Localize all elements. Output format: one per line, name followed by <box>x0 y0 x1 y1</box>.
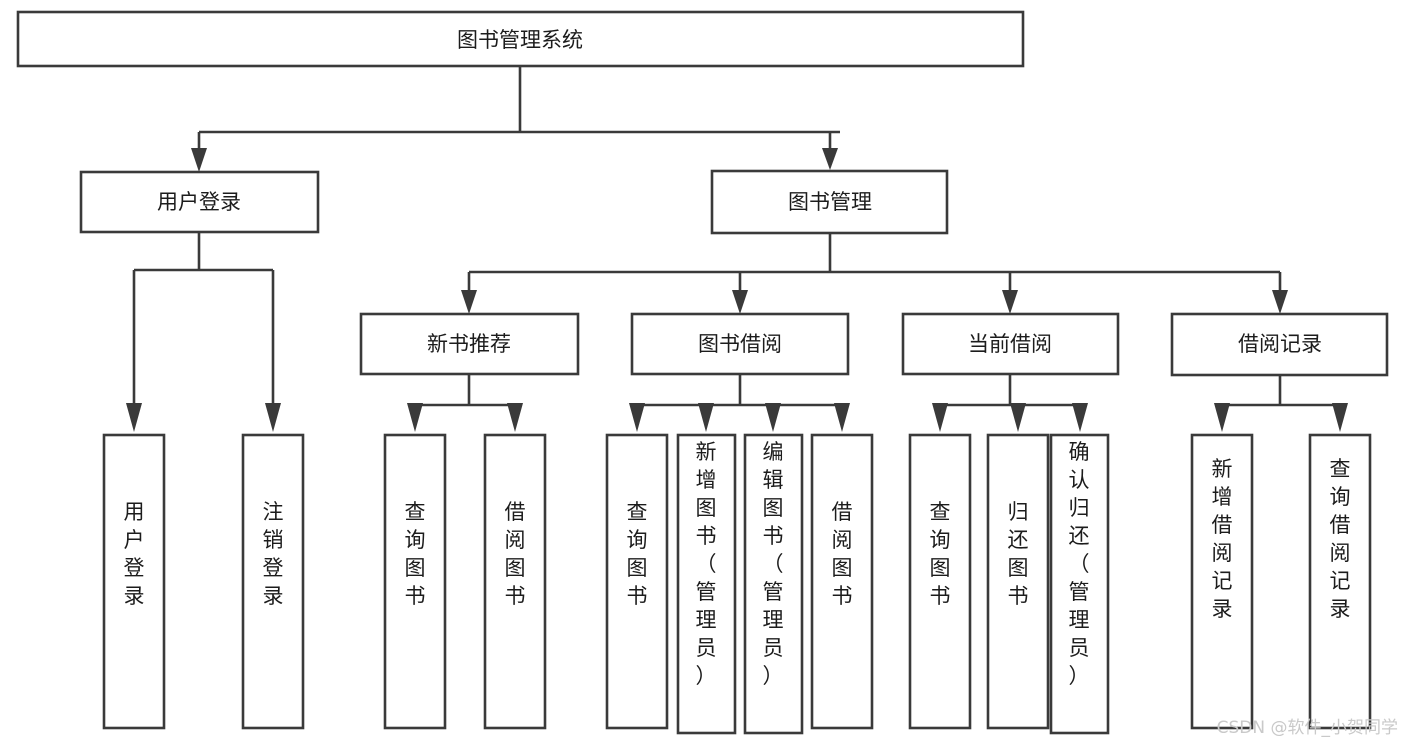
node-current-borrow-box[interactable] <box>901 312 1120 376</box>
node-book-borrow-label: 图书借阅 <box>698 332 782 356</box>
arrow-head-nb-leaf-2 <box>507 403 523 432</box>
arrow-head-borrow-record <box>1272 290 1288 314</box>
leaf-cb-return-book-box[interactable] <box>986 433 1050 730</box>
leaf-nb-borrow-book-label: 借阅图书 <box>505 500 526 608</box>
arrow-head-bb-leaf-2 <box>698 403 714 432</box>
node-book-management-box[interactable] <box>710 169 949 235</box>
arrow-head-book-mgmt <box>822 148 838 170</box>
node-current-borrow-label: 当前借阅 <box>968 332 1052 356</box>
node-new-book-recommend-box[interactable] <box>359 312 580 376</box>
connector-group-current-borrow-to-leaves <box>932 374 1088 432</box>
leaf-bb-query-book-box[interactable] <box>605 433 669 730</box>
leaf-node-cb-confirm-return[interactable]: 确认归还（管理员） <box>1049 433 1110 735</box>
connector-group-user-login-to-leaves <box>126 232 281 432</box>
leaf-bb-borrow-book-label: 借阅图书 <box>832 500 853 608</box>
leaf-bb-edit-book-label: 编辑图书（管理员） <box>763 440 784 688</box>
arrow-head-cb-leaf-1 <box>932 403 948 432</box>
arrow-head-nb-leaf-1 <box>407 403 423 432</box>
node-borrow-record-label: 借阅记录 <box>1238 332 1322 356</box>
leaf-user-login-box[interactable] <box>102 433 166 730</box>
leaf-node-logout[interactable]: 注销登录 <box>241 433 305 730</box>
node-root-book-management-system[interactable]: 图书管理系统 <box>16 10 1025 68</box>
connector-group-book-borrow-to-leaves <box>629 374 850 432</box>
leaf-bb-add-book-box[interactable] <box>676 433 737 735</box>
arrow-head-cb-leaf-3 <box>1072 403 1088 432</box>
node-new-book-recommend-label: 新书推荐 <box>427 332 511 356</box>
leaf-node-bb-edit-book[interactable]: 编辑图书（管理员） <box>743 433 804 735</box>
node-book-management-label: 图书管理 <box>788 190 872 214</box>
leaf-cb-confirm-return-box[interactable] <box>1049 433 1110 735</box>
arrow-head-bb-leaf-3 <box>765 403 781 432</box>
leaf-cb-return-book-label: 归还图书 <box>1008 500 1029 608</box>
leaf-node-br-query-record[interactable]: 查询借阅记录 <box>1308 433 1372 730</box>
node-borrow-record-box[interactable] <box>1170 312 1389 377</box>
arrow-head-cb-leaf-2 <box>1010 403 1026 432</box>
node-book-borrow[interactable]: 图书借阅 <box>630 312 850 376</box>
leaf-cb-query-book-label: 查询图书 <box>930 500 951 608</box>
arrow-head-new-book <box>461 290 477 314</box>
leaf-logout-box[interactable] <box>241 433 305 730</box>
connector-group-borrow-record-to-leaves <box>1214 375 1348 432</box>
leaf-nb-query-book-label: 查询图书 <box>405 500 426 608</box>
csdn-watermark: CSDN @软件_小贺同学 <box>1217 718 1398 738</box>
node-root-label: 图书管理系统 <box>457 28 583 52</box>
leaf-br-add-record-box[interactable] <box>1190 433 1254 730</box>
arrow-head-bb-leaf-1 <box>629 403 645 432</box>
leaf-node-bb-query-book[interactable]: 查询图书 <box>605 433 669 730</box>
leaf-br-add-record-label: 新增借阅记录 <box>1212 457 1233 621</box>
leaf-node-nb-query-book[interactable]: 查询图书 <box>383 433 447 730</box>
leaf-br-query-record-box[interactable] <box>1308 433 1372 730</box>
leaf-nb-borrow-book-box[interactable] <box>483 433 547 730</box>
leaf-bb-query-book-label: 查询图书 <box>627 500 648 608</box>
leaf-nb-query-book-box[interactable] <box>383 433 447 730</box>
node-root-box[interactable] <box>16 10 1025 68</box>
node-borrow-record[interactable]: 借阅记录 <box>1170 312 1389 377</box>
leaf-node-cb-return-book[interactable]: 归还图书 <box>986 433 1050 730</box>
arrow-head-current-borrow <box>1002 290 1018 314</box>
node-book-management[interactable]: 图书管理 <box>710 169 949 235</box>
node-user-login-box[interactable] <box>79 170 320 234</box>
connector-group-book-mgmt-to-level2 <box>461 233 1288 314</box>
leaf-node-bb-borrow-book[interactable]: 借阅图书 <box>810 433 874 730</box>
arrow-head-bb-leaf-4 <box>834 403 850 432</box>
leaf-bb-borrow-book-box[interactable] <box>810 433 874 730</box>
connector-group-root-to-level1 <box>191 66 840 172</box>
leaf-bb-edit-book-box[interactable] <box>743 433 804 735</box>
leaf-node-nb-borrow-book[interactable]: 借阅图书 <box>483 433 547 730</box>
leaf-node-br-add-record[interactable]: 新增借阅记录 <box>1190 433 1254 730</box>
leaf-logout-label: 注销登录 <box>263 500 284 608</box>
node-new-book-recommend[interactable]: 新书推荐 <box>359 312 580 376</box>
leaf-node-cb-query-book[interactable]: 查询图书 <box>908 433 972 730</box>
arrow-head-user-login <box>191 148 207 172</box>
arrow-head-leaf-logout <box>265 403 281 432</box>
node-current-borrow[interactable]: 当前借阅 <box>901 312 1120 376</box>
leaf-cb-query-book-box[interactable] <box>908 433 972 730</box>
leaf-node-user-login[interactable]: 用户登录 <box>102 433 166 730</box>
leaf-node-bb-add-book[interactable]: 新增图书（管理员） <box>676 433 737 735</box>
arrow-head-leaf-user-login <box>126 403 142 432</box>
leaf-user-login-label: 用户登录 <box>124 500 145 608</box>
node-user-login[interactable]: 用户登录 <box>79 170 320 234</box>
node-user-login-label: 用户登录 <box>157 190 241 214</box>
arrow-head-book-borrow <box>732 290 748 314</box>
arrow-head-br-leaf-1 <box>1214 403 1230 432</box>
leaf-cb-confirm-return-label: 确认归还（管理员） <box>1069 440 1090 688</box>
connector-group-new-book-to-leaves <box>407 374 523 432</box>
leaf-br-query-record-label: 查询借阅记录 <box>1330 457 1351 621</box>
node-book-borrow-box[interactable] <box>630 312 850 376</box>
leaf-bb-add-book-label: 新增图书（管理员） <box>696 440 717 688</box>
arrow-head-br-leaf-2 <box>1332 403 1348 432</box>
